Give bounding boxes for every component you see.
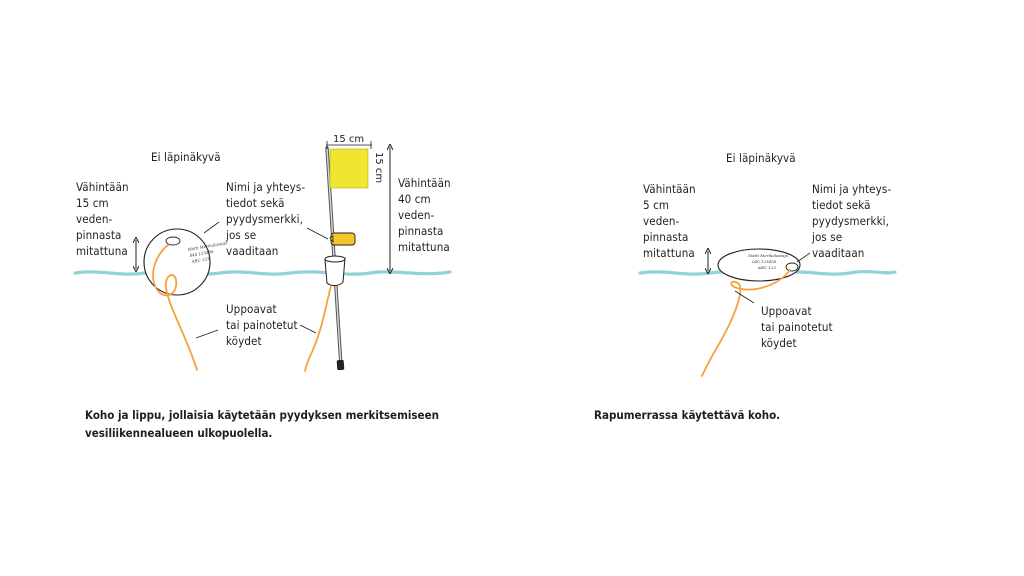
flag-width-label: 15 cm [333,134,364,145]
right-opacity-label: Ei läpinäkyvä [726,151,796,165]
leader-rope-pole [299,324,317,334]
round-buoy [143,228,211,296]
left-flag-height-label: Vähintään 40 cm veden- pinnasta mitattun… [398,176,451,254]
pole-weight [336,359,345,371]
buoy-rope-right [701,269,791,377]
pole-rope [304,285,332,372]
right-contact-label: Nimi ja yhteys- tiedot sekä pyydysmerkki… [812,182,892,260]
svg-text:ABC 123: ABC 123 [190,256,210,264]
left-opacity-label: Ei läpinäkyvä [151,150,221,164]
flat-buoy [717,248,801,282]
buoy-rope-left [152,244,198,371]
right-buoy-height-label: Vähintään 5 cm veden- pinnasta mitattuna [643,182,696,260]
leader-marker-left [306,227,329,240]
leader-rope-right [734,290,755,304]
left-buoy-height-label: Vähintään 15 cm veden- pinnasta mitattun… [76,180,129,258]
svg-text:ABC 123: ABC 123 [757,265,776,270]
leader-contact-right [796,252,811,263]
svg-text:Matti Merikalastaja: Matti Merikalastaja [747,253,789,258]
left-caption: Koho ja lippu, jollaisia käytetään pyydy… [85,408,439,440]
svg-text:040 123456: 040 123456 [752,259,777,264]
marker-tag [330,232,356,246]
right-rope-label: Uppoavat tai painotetut köydet [761,304,833,350]
water-line-left [73,270,452,276]
left-contact-label: Nimi ja yhteys- tiedot sekä pyydysmerkki… [226,180,306,258]
svg-text:040 123456: 040 123456 [189,249,214,258]
pole-float [324,257,346,286]
buoy-attachment-ring [165,236,181,246]
flag-height-label: 15 cm [373,152,384,183]
yellow-flag [329,148,369,189]
right-caption: Rapumerrassa käytettävä koho. [594,408,781,422]
left-rope-label: Uppoavat tai painotetut köydet [226,302,298,348]
leader-contact-left [203,221,220,234]
leader-rope-left [195,329,219,339]
flat-buoy-ring [785,262,799,272]
